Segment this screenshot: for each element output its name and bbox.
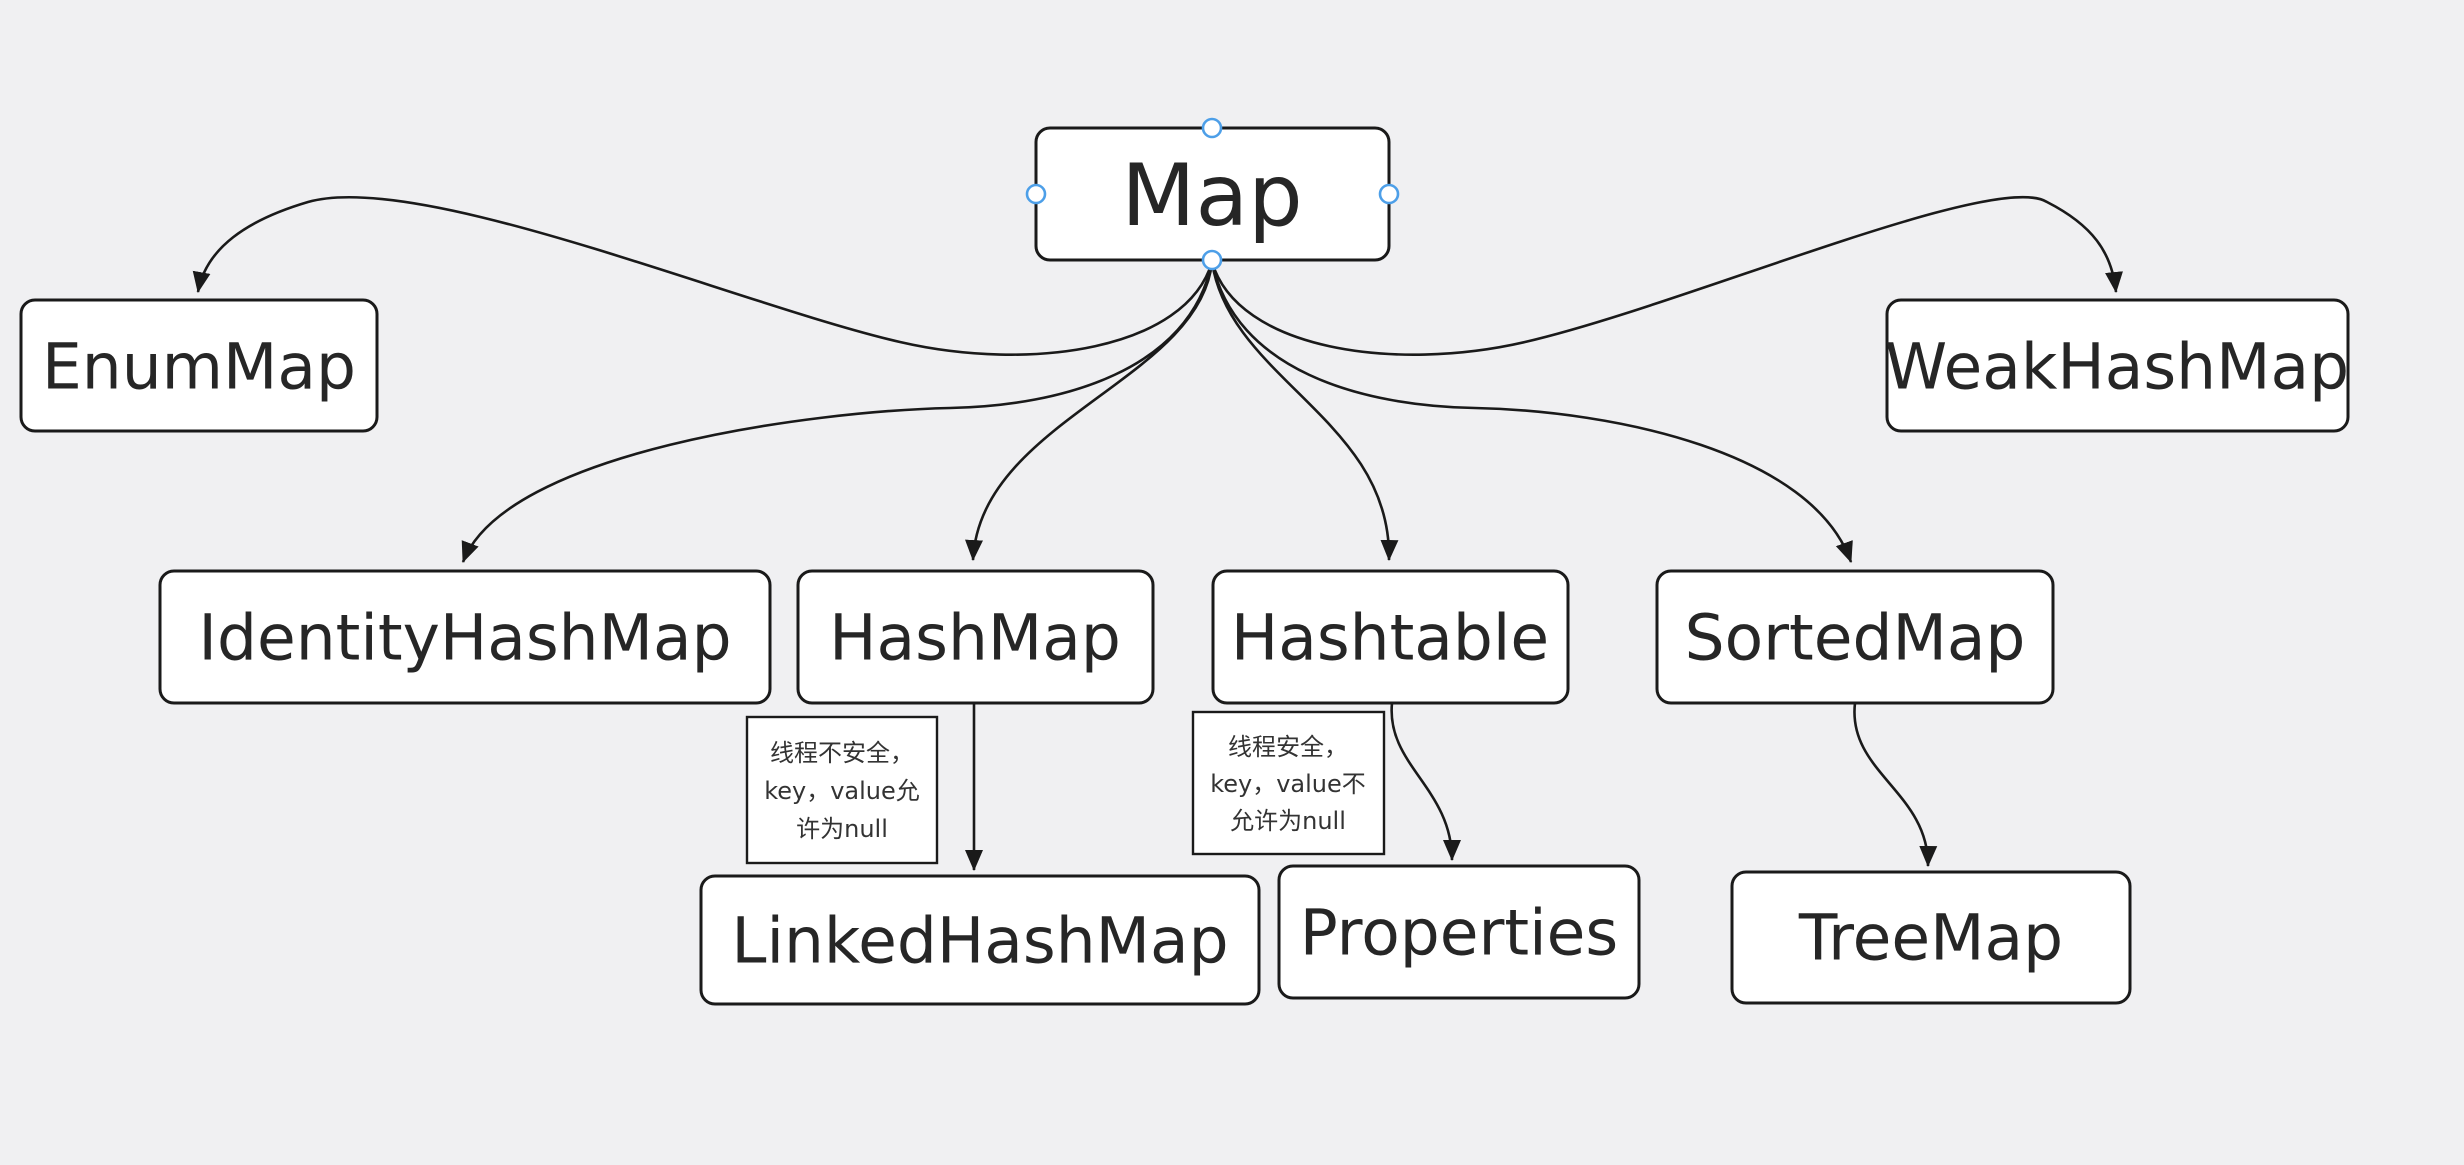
edge-map-to-identityhashmap[interactable]: [461, 261, 1214, 563]
node-linkedhashmap: LinkedHashMap: [699, 874, 1261, 1006]
selection-handle-top[interactable]: [1201, 117, 1223, 139]
edge-map-to-sortedmap[interactable]: [1210, 261, 1853, 563]
node-map-label: Map: [1121, 146, 1303, 246]
edge-map-to-weakhashmap[interactable]: [1210, 196, 2123, 356]
selection-handle-bottom[interactable]: [1201, 249, 1223, 271]
node-weakhashmap-label: WeakHashMap: [1885, 331, 2349, 404]
node-sortedmap: SortedMap: [1655, 569, 2055, 705]
selection-handles: [1025, 117, 1400, 271]
node-linkedhashmap-label: LinkedHashMap: [731, 905, 1228, 978]
note-hashtable-line-3: 允许为null: [1230, 807, 1346, 835]
note-hashtable-box[interactable]: [1191, 710, 1386, 856]
node-map: Map: [1034, 126, 1391, 262]
node-sortedmap-label: SortedMap: [1685, 602, 2026, 675]
node-hashmap: HashMap: [796, 569, 1155, 705]
node-hashmap-box[interactable]: [796, 569, 1155, 705]
note-hashmap-box[interactable]: [745, 715, 939, 865]
note-hashtable-line-2: key，value不: [1210, 770, 1366, 798]
node-identityhashmap-label: IdentityHashMap: [198, 602, 731, 675]
node-treemap: TreeMap: [1730, 870, 2132, 1005]
selection-handle-left[interactable]: [1025, 183, 1047, 205]
node-properties-label: Properties: [1300, 897, 1618, 970]
node-identityhashmap: IdentityHashMap: [158, 569, 772, 705]
node-hashtable: Hashtable: [1211, 569, 1570, 705]
edge-map-to-enummap[interactable]: [192, 195, 1214, 356]
edge-sortedmap-to-treemap[interactable]: [1853, 702, 1938, 867]
note-hashtable-line-1: 线程安全，: [1228, 733, 1348, 761]
node-enummap: EnumMap: [19, 298, 379, 433]
node-hashmap-label: HashMap: [829, 602, 1121, 675]
node-sortedmap-box[interactable]: [1655, 569, 2055, 705]
edges: [192, 195, 2123, 871]
node-properties: Properties: [1277, 864, 1641, 1000]
node-weakhashmap: WeakHashMap: [1885, 298, 2350, 433]
edge-map-to-hashtable[interactable]: [1210, 261, 1399, 561]
edge-hashtable-to-properties[interactable]: [1390, 702, 1461, 861]
node-linkedhashmap-box[interactable]: [699, 874, 1261, 1006]
note-hashmap-line-3: 许为null: [796, 815, 888, 843]
note-hashmap: 线程不安全， key，value允 许为null: [745, 715, 939, 865]
node-hashtable-box[interactable]: [1211, 569, 1570, 705]
note-hashmap-line-2: key，value允: [764, 777, 920, 805]
node-hashtable-label: Hashtable: [1231, 602, 1549, 675]
node-properties-box[interactable]: [1277, 864, 1641, 1000]
node-treemap-label: TreeMap: [1798, 902, 2063, 975]
edge-map-to-hashmap[interactable]: [965, 261, 1214, 561]
node-enummap-label: EnumMap: [42, 331, 356, 404]
node-identityhashmap-box[interactable]: [158, 569, 772, 705]
selection-handle-right[interactable]: [1378, 183, 1400, 205]
note-hashtable: 线程安全， key，value不 允许为null: [1191, 710, 1386, 856]
note-hashmap-line-1: 线程不安全，: [770, 739, 914, 767]
node-weakhashmap-box[interactable]: [1885, 298, 2350, 433]
node-treemap-box[interactable]: [1730, 870, 2132, 1005]
node-enummap-box[interactable]: [19, 298, 379, 433]
